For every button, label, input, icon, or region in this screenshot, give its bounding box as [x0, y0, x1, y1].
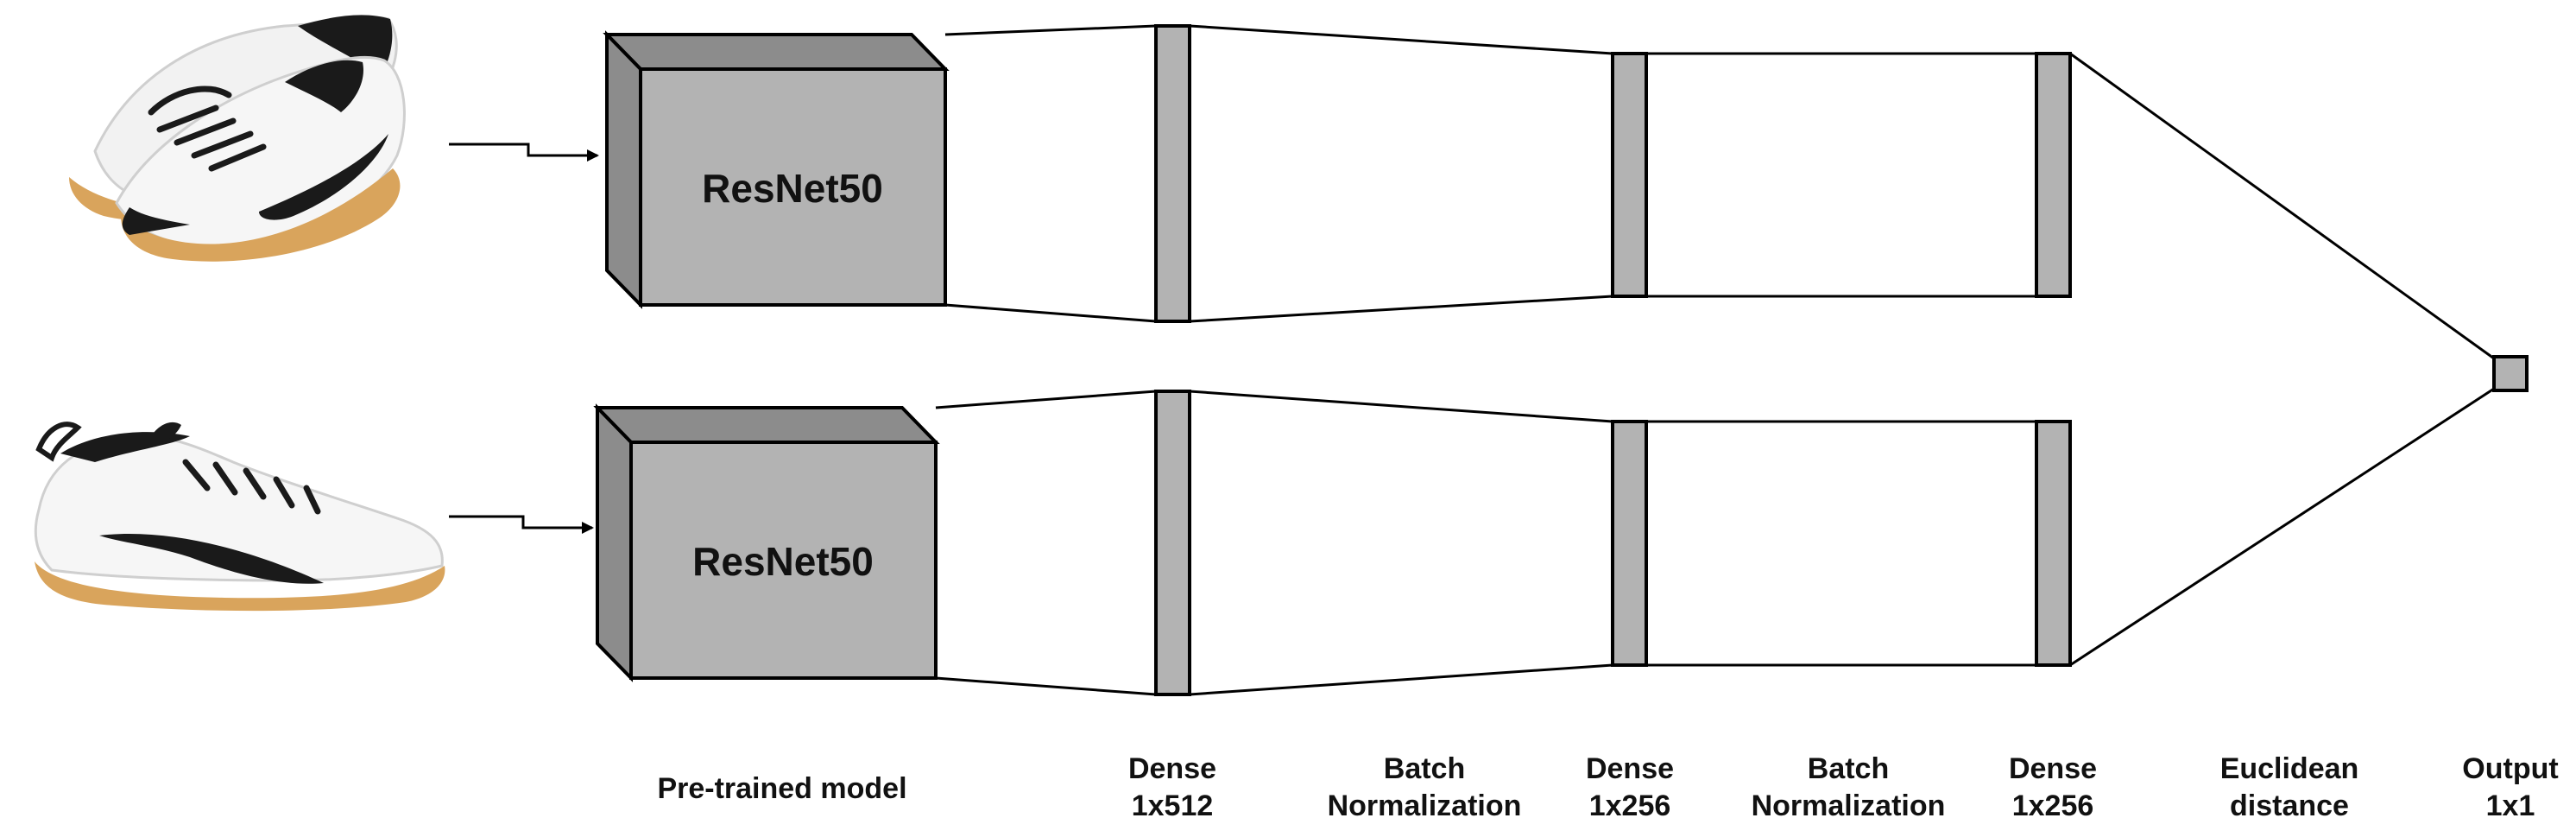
resnet-block-top: ResNet50 — [603, 30, 950, 309]
input-image-top — [69, 15, 406, 262]
caption-output: Output 1x1 — [2462, 752, 2558, 822]
caption-dense-512: Dense 1x512 — [1128, 752, 1216, 822]
resnet-label-bottom: ResNet50 — [692, 539, 874, 584]
caption-pretrained-model: Pre-trained model — [657, 772, 906, 805]
dense-256-layer-bottom-a — [1611, 420, 1648, 667]
svg-text:Dense: Dense — [1128, 752, 1216, 785]
svg-text:1x256: 1x256 — [1589, 789, 1671, 822]
svg-text:Dense: Dense — [1586, 752, 1674, 785]
svg-text:Euclidean: Euclidean — [2220, 752, 2359, 785]
input-arrow-top — [449, 143, 599, 162]
caption-euclidean-distance: Euclidean distance — [2220, 752, 2359, 822]
output-node — [2492, 355, 2529, 392]
white-sneaker-image-icon — [69, 15, 406, 262]
dense-256-layer-top-b — [2035, 52, 2072, 298]
svg-text:1x256: 1x256 — [2012, 789, 2094, 822]
caption-batch-normalization-1: Batch Normalization — [1328, 752, 1522, 822]
caption-dense-256-a: Dense 1x256 — [1586, 752, 1674, 822]
input-arrow-bottom — [449, 515, 594, 534]
dense-256-layer-top-a — [1611, 52, 1648, 298]
white-sneaker-image-icon — [34, 422, 445, 612]
svg-text:Normalization: Normalization — [1328, 789, 1522, 822]
svg-text:1x512: 1x512 — [1132, 789, 1214, 822]
resnet-label-top: ResNet50 — [702, 166, 883, 211]
svg-text:Dense: Dense — [2009, 752, 2097, 785]
resnet-block-bottom: ResNet50 — [593, 403, 940, 682]
svg-text:1x1: 1x1 — [2486, 789, 2535, 822]
dense-256-layer-bottom-b — [2035, 420, 2072, 667]
caption-dense-256-b: Dense 1x256 — [2009, 752, 2097, 822]
caption-batch-normalization-2: Batch Normalization — [1752, 752, 1946, 822]
svg-text:distance: distance — [2230, 789, 2349, 822]
input-image-bottom — [34, 422, 445, 612]
svg-text:Normalization: Normalization — [1752, 789, 1946, 822]
svg-text:Batch: Batch — [1384, 752, 1465, 785]
svg-text:Batch: Batch — [1808, 752, 1889, 785]
svg-text:Output: Output — [2462, 752, 2558, 785]
dense-512-layer-bottom — [1154, 390, 1191, 696]
dense-512-layer-top — [1154, 24, 1191, 323]
connector-lines — [935, 24, 2495, 696]
